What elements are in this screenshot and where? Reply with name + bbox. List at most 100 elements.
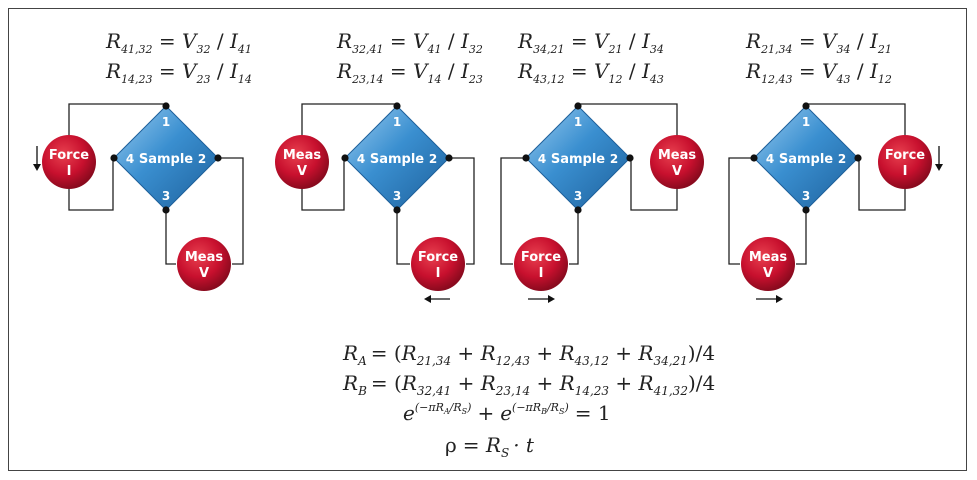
arrow-head — [424, 295, 431, 303]
wire — [858, 158, 906, 211]
wire — [396, 210, 410, 265]
sample-label: Sample — [370, 152, 424, 167]
arrow-head — [776, 295, 783, 303]
contact-3-label: 3 — [802, 189, 810, 203]
equation-panel-2-a: R32,41 = V41 / I32 — [336, 29, 483, 56]
contact-dot — [214, 154, 222, 162]
contact-4-label: 4 — [126, 152, 134, 166]
wire — [68, 158, 114, 211]
contact-2-label: 2 — [429, 152, 437, 166]
meas-node — [741, 237, 795, 291]
svg-text:RA= (R21,34 + R12,43 + R43,12: RA= (R21,34 + R12,43 + R43,12 + R34,21)/… — [342, 341, 715, 368]
contact-dot — [574, 206, 582, 214]
svg-text:ρ= RS· t: ρ= RS· t — [445, 433, 535, 460]
contact-dot — [854, 154, 862, 162]
contact-dot — [393, 206, 401, 214]
contact-dot — [110, 154, 118, 162]
force-node-current-label: I — [539, 266, 544, 281]
force-node-current-label: I — [903, 164, 908, 179]
down-arrow-icon — [935, 146, 943, 171]
equation-panel-1-a: R41,32 = V32 / I41 — [105, 29, 252, 56]
formula-rb: RB= (R32,41 + R23,14 + R14,23 + R41,32)/… — [342, 371, 715, 398]
wire — [301, 158, 345, 211]
force-node — [411, 237, 465, 291]
formula-ra: RA= (R21,34 + R12,43 + R43,12 + R34,21)/… — [342, 341, 715, 368]
force-node-label: Force — [521, 250, 561, 265]
contact-3-label: 3 — [162, 189, 170, 203]
arrow-head — [33, 164, 41, 171]
force-node-current-label: I — [436, 266, 441, 281]
meas-node-label: Meas — [283, 148, 322, 163]
meas-node-voltage-label: V — [763, 266, 773, 281]
meas-node — [275, 135, 329, 189]
contact-4-label: 4 — [766, 152, 774, 166]
contact-2-label: 2 — [198, 152, 206, 166]
force-node-label: Force — [885, 148, 925, 163]
wire — [500, 157, 525, 265]
sample-label: Sample — [551, 152, 605, 167]
wire — [165, 210, 176, 265]
equation-panel-1-b: R14,23 = V23 / I14 — [105, 59, 252, 86]
left-arrow-icon — [424, 295, 450, 303]
contact-3-label: 3 — [393, 189, 401, 203]
meas-node-voltage-label: V — [297, 164, 307, 179]
contact-3-label: 3 — [574, 189, 582, 203]
wire — [796, 210, 807, 265]
contact-dot — [522, 154, 530, 162]
wire — [569, 210, 579, 265]
contact-dot — [626, 154, 634, 162]
arrow-head — [935, 164, 943, 171]
arrow-head — [548, 295, 555, 303]
diagram-frame — [8, 8, 967, 471]
equation-panel-3-b: R43,12 = V12 / I43 — [517, 59, 664, 86]
contact-1-label: 1 — [802, 115, 810, 129]
contact-dot — [802, 206, 810, 214]
contact-dot — [341, 154, 349, 162]
meas-node-label: Meas — [749, 250, 788, 265]
svg-text:e(−πRA/RS)+e(−πRB/RS)= 1: e(−πRA/RS)+e(−πRB/RS)= 1 — [403, 401, 611, 425]
formula-van-der-pauw: e(−πRA/RS)+e(−πRB/RS)= 1 — [403, 401, 611, 425]
contact-2-label: 2 — [838, 152, 846, 166]
svg-text:RB= (R32,41 + R23,14 + R14,23: RB= (R32,41 + R23,14 + R14,23 + R41,32)/… — [342, 371, 715, 398]
equation-panel-4-a: R21,34 = V34 / I21 — [745, 29, 892, 56]
contact-dot — [393, 102, 401, 110]
wire — [728, 157, 753, 265]
meas-node — [177, 237, 231, 291]
contact-dot — [162, 102, 170, 110]
equation-panel-2-b: R23,14 = V14 / I23 — [336, 59, 483, 86]
force-node — [878, 135, 932, 189]
wire — [219, 157, 244, 265]
measurement-panels: Sample1234ForceIMeasVSample1234ForceIMea… — [33, 102, 943, 303]
formula-resistivity: ρ= RS· t — [445, 433, 535, 460]
equation-panel-3-a: R34,21 = V21 / I34 — [517, 29, 664, 56]
force-node-label: Force — [49, 148, 89, 163]
force-node — [42, 135, 96, 189]
force-node-current-label: I — [67, 164, 72, 179]
sample-label: Sample — [139, 152, 193, 167]
meas-node-label: Meas — [658, 148, 697, 163]
right-arrow-icon — [528, 295, 555, 303]
contact-2-label: 2 — [610, 152, 618, 166]
force-node-label: Force — [418, 250, 458, 265]
meas-node-voltage-label: V — [199, 266, 209, 281]
meas-node-label: Meas — [185, 250, 224, 265]
contact-1-label: 1 — [574, 115, 582, 129]
wire — [450, 157, 475, 265]
meas-node — [650, 135, 704, 189]
contact-4-label: 4 — [357, 152, 365, 166]
sample-label: Sample — [779, 152, 833, 167]
equation-panel-4-b: R12,43 = V43 / I12 — [745, 59, 892, 86]
contact-1-label: 1 — [393, 115, 401, 129]
down-arrow-icon — [756, 295, 783, 303]
contact-dot — [802, 102, 810, 110]
down-arrow-icon — [33, 146, 41, 171]
meas-node-voltage-label: V — [672, 164, 682, 179]
contact-dot — [162, 206, 170, 214]
contact-1-label: 1 — [162, 115, 170, 129]
